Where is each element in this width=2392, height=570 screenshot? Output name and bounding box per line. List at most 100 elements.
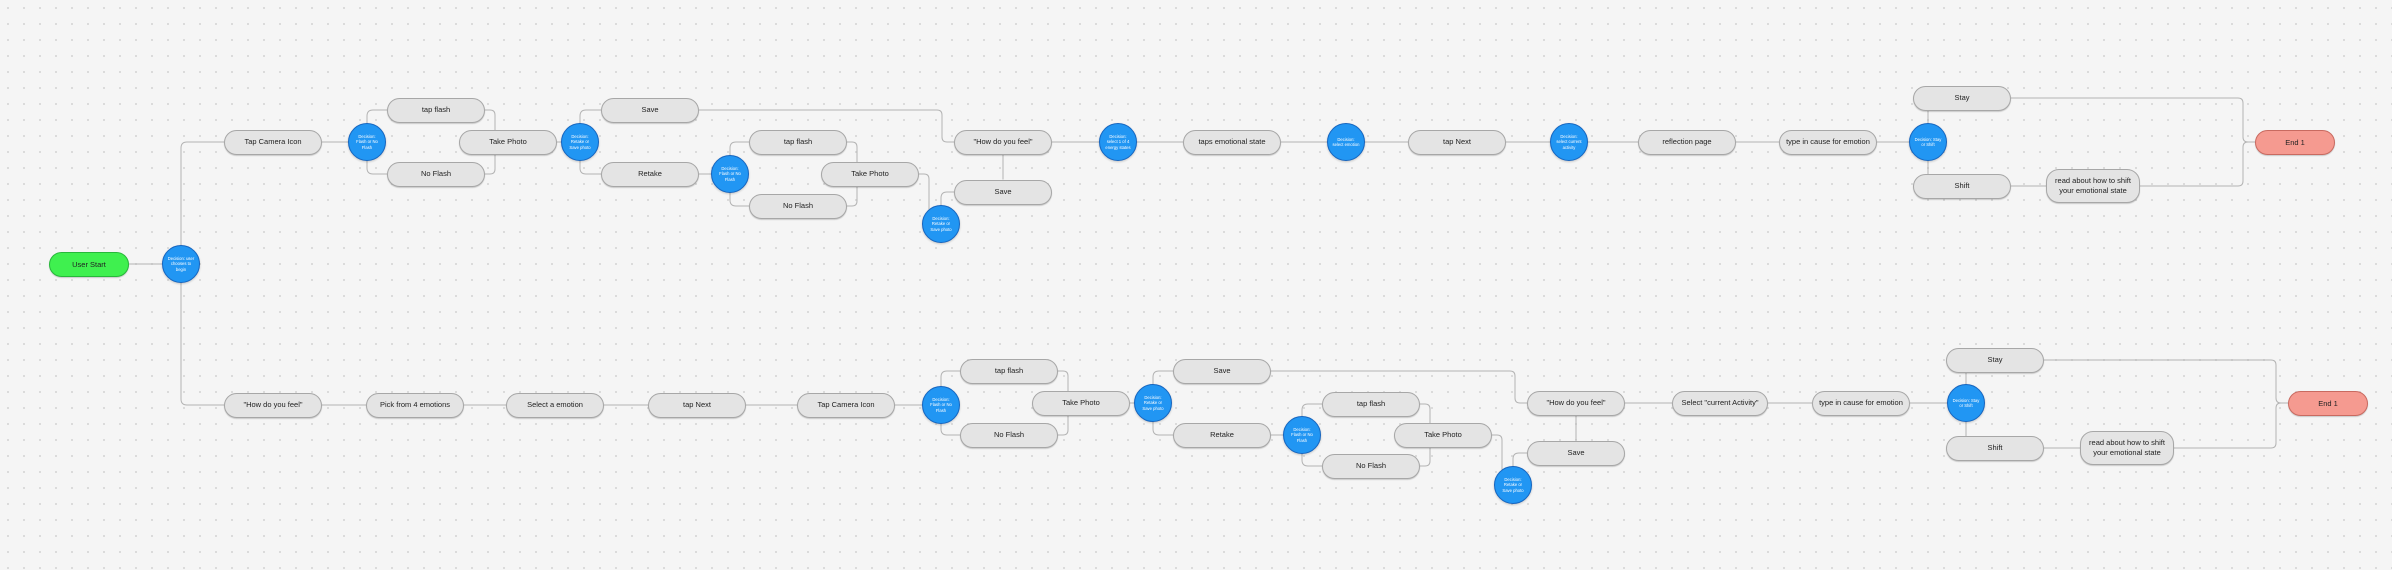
decision-node[interactable]: Decision: Stay or Shift [1909,123,1947,161]
decision-label: Decision: Stay or Shift [1914,136,1942,147]
step-label: Stay [1987,354,2003,364]
connector-line [180,283,224,406]
step-node[interactable]: tap flash [1322,391,1420,417]
start-node[interactable]: User Start [49,251,129,277]
decision-node[interactable]: Decision: Stay or Shift [1947,384,1985,422]
step-node[interactable]: Save [1173,358,1271,384]
step-label: Retake [1210,429,1234,439]
decision-node[interactable]: Decision: Flash or No Flash [1283,416,1321,454]
step-label: type in cause for emotion [1786,136,1870,146]
step-node[interactable]: Shift [1913,173,2011,199]
step-node[interactable]: type in cause for emotion [1779,129,1877,155]
step-label: "How do you feel" [973,136,1033,146]
step-node[interactable]: "How do you feel" [954,129,1052,155]
step-node[interactable]: No Flash [1322,453,1420,479]
step-node[interactable]: tap flash [387,97,485,123]
step-node[interactable]: Shift [1946,435,2044,461]
step-node[interactable]: No Flash [749,193,847,219]
step-label: tap flash [994,365,1024,375]
decision-label: Decision: select current activity [1556,134,1582,150]
step-node[interactable]: Pick from 4 emotions [366,392,464,418]
step-node[interactable]: "How do you feel" [1527,390,1625,416]
connector-line [2140,141,2255,187]
step-node[interactable]: Take Photo [459,129,557,155]
step-label: Save [1213,365,1231,375]
step-node[interactable]: read about how to shift your emotional s… [2080,431,2174,465]
step-node[interactable]: Stay [1913,85,2011,111]
step-label: Select "current Activity" [1681,397,1759,407]
step-node[interactable]: Tap Camera Icon [797,392,895,418]
step-label: User Start [72,259,106,269]
step-label: No Flash [420,168,451,178]
step-label: No Flash [993,429,1024,439]
decision-label: Decision: Flash or No Flash [719,166,741,182]
step-node[interactable]: Save [601,97,699,123]
step-label: Take Photo [851,168,889,178]
step-label: Take Photo [489,136,527,146]
step-label: tap Next [683,399,711,409]
step-node[interactable]: tap flash [749,129,847,155]
decision-node[interactable]: Decision: Flash or No Flash [711,155,749,193]
step-label: End 1 [2318,398,2338,408]
connector-line [366,161,387,175]
decision-label: Decision: Flash or No Flash [356,134,378,150]
connector-line [1152,370,1173,384]
decision-node[interactable]: Decision: Retake or Save photo [1494,466,1532,504]
step-label: Stay [1954,92,1970,102]
step-node[interactable]: reflection page [1638,129,1736,155]
step-node[interactable]: tap flash [960,358,1058,384]
decision-node[interactable]: Decision: Retake or Save photo [922,205,960,243]
decision-node[interactable]: Decision: Flash or No Flash [348,123,386,161]
step-node[interactable]: Select a emotion [506,392,604,418]
step-label: Take Photo [1424,429,1462,439]
step-label: Save [641,104,659,114]
step-label: End 1 [2285,137,2305,147]
connector-line [366,109,387,123]
end-node[interactable]: End 1 [2288,390,2368,416]
step-node[interactable]: tap Next [648,392,746,418]
step-node[interactable]: Take Photo [1394,422,1492,448]
step-node[interactable]: "How do you feel" [224,392,322,418]
step-node[interactable]: Save [954,179,1052,205]
decision-label: Decision: Flash or No Flash [1291,427,1313,443]
connector-line [940,370,960,386]
step-label: type in cause for emotion [1819,397,1903,407]
step-node[interactable]: No Flash [960,422,1058,448]
decision-label: Decision: Retake or Save photo [569,134,591,150]
step-label: tap flash [1356,398,1386,408]
step-node[interactable]: Retake [1173,422,1271,448]
connector-line [2011,97,2255,143]
step-node[interactable]: Take Photo [821,161,919,187]
step-node[interactable]: Take Photo [1032,390,1130,416]
step-node[interactable]: taps emotional state [1183,129,1281,155]
step-label: Save [994,186,1012,196]
decision-node[interactable]: Decision: user chooses to begin [162,245,200,283]
step-label: Tap Camera Icon [244,136,302,146]
connector-line [1301,403,1322,416]
connector-line [2174,402,2288,449]
end-node[interactable]: End 1 [2255,129,2335,155]
step-node[interactable]: Save [1527,440,1625,466]
decision-node[interactable]: Decision: select 1 of 4 energy states [1099,123,1137,161]
decision-node[interactable]: Decision: Retake or Save photo [561,123,599,161]
step-node[interactable]: Stay [1946,347,2044,373]
decision-label: Decision: Retake or Save photo [1502,477,1524,493]
step-node[interactable]: No Flash [387,161,485,187]
step-node[interactable]: Select "current Activity" [1672,390,1768,416]
step-node[interactable]: type in cause for emotion [1812,390,1910,416]
step-label: Select a emotion [527,399,583,409]
step-label: No Flash [1355,460,1386,470]
decision-node[interactable]: Decision: select emotion [1327,123,1365,161]
step-node[interactable]: Tap Camera Icon [224,129,322,155]
step-node[interactable]: tap Next [1408,129,1506,155]
step-label: "How do you feel" [1546,397,1606,407]
connector-line [729,193,749,207]
step-label: "How do you feel" [243,399,303,409]
step-node[interactable]: read about how to shift your emotional s… [2046,169,2140,203]
step-node[interactable]: Retake [601,161,699,187]
decision-node[interactable]: Decision: Flash or No Flash [922,386,960,424]
decision-node[interactable]: Decision: Retake or Save photo [1134,384,1172,422]
decision-node[interactable]: Decision: select current activity [1550,123,1588,161]
